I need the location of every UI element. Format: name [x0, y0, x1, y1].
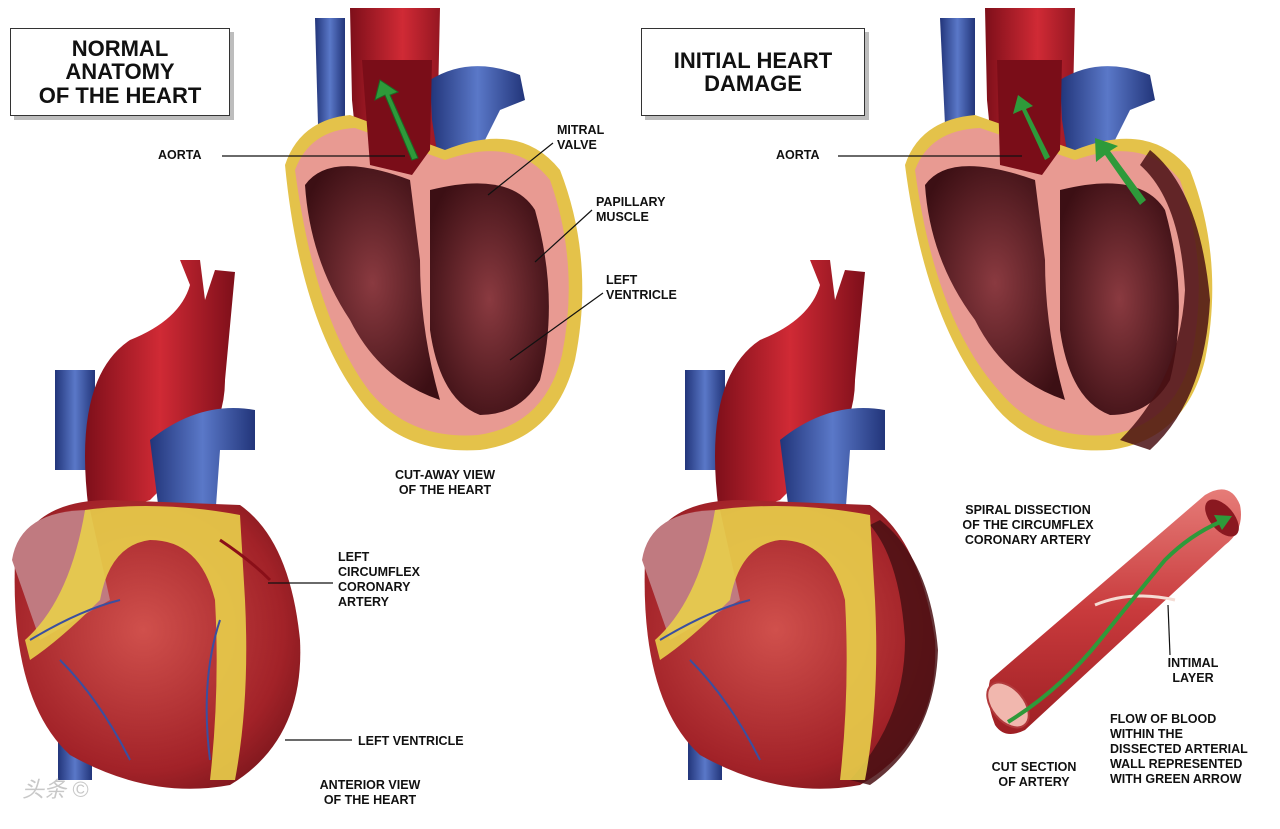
label-flow-of-blood: FLOW OF BLOOD WITHIN THE DISSECTED ARTER…	[1110, 712, 1248, 786]
svc-bottom-right	[685, 370, 725, 470]
label-cut-section: CUT SECTION OF ARTERY	[991, 760, 1077, 789]
circumflex-artery-bottom-left	[219, 538, 272, 582]
dissected-artery	[986, 489, 1241, 734]
svc-bottom-left	[55, 370, 95, 470]
title-initial-damage: INITIAL HEART DAMAGE	[641, 28, 865, 116]
damaged-wall-top-right	[1120, 150, 1210, 450]
right-ventricle-cavity-top-right	[925, 166, 1065, 400]
aortic-arch-bottom-right	[715, 260, 865, 520]
green-arrow-artery	[1006, 520, 1221, 724]
right-ventricle-cavity-top-left	[305, 166, 440, 400]
left-ventricle-cavity-top-right	[1060, 183, 1179, 415]
title-normal-anatomy-text: NORMAL ANATOMY OF THE HEART	[38, 36, 202, 108]
label-spiral-dissection: SPIRAL DISSECTION OF THE CIRCUMFLEX CORO…	[962, 503, 1094, 547]
green-arrow-top-left	[374, 79, 419, 161]
coronary-veins-bottom-right	[659, 599, 761, 761]
watermark: 头条 ©	[22, 777, 89, 802]
pulmonary-top-left	[430, 66, 525, 170]
green-arrow-pulmonary-top-right	[1095, 138, 1146, 205]
left-ventricle-cavity-top-left	[430, 183, 549, 415]
aortic-arch-bottom-left	[85, 260, 235, 520]
label-papillary-muscle: PAPILLARY MUSCLE	[596, 195, 666, 224]
leader-mitral	[487, 142, 554, 196]
anterior-heart-normal	[12, 260, 301, 789]
damaged-region-bottom-right	[850, 520, 938, 785]
green-arrowhead-artery	[1214, 515, 1232, 530]
leader-lv-cut	[509, 292, 604, 361]
leader-intimal	[1167, 604, 1171, 656]
cutaway-heart-normal	[285, 8, 583, 451]
fat-band-bottom-right	[655, 506, 877, 780]
pulmonary-bottom-right	[780, 408, 885, 520]
label-left-ventricle-cut: LEFT VENTRICLE	[606, 273, 677, 302]
title-normal-anatomy: NORMAL ANATOMY OF THE HEART	[10, 28, 230, 116]
label-aorta-right: AORTA	[776, 148, 820, 162]
svc-top-right	[940, 18, 975, 125]
fat-band-bottom-left	[25, 506, 247, 780]
label-mitral-valve: MITRAL VALVE	[557, 123, 605, 152]
label-left-ventricle-ant: LEFT VENTRICLE	[358, 734, 464, 748]
anterior-heart-damage	[642, 260, 938, 789]
green-arrow-aorta-top-right	[1013, 95, 1050, 160]
pulmonary-bottom-left	[150, 408, 255, 520]
label-intimal-layer: INTIMAL LAYER	[1167, 656, 1219, 685]
label-cutaway-view: CUT-AWAY VIEW OF THE HEART	[394, 468, 496, 497]
label-left-circumflex: LEFT CIRCUMFLEX CORONARY ARTERY	[338, 550, 420, 609]
pulmonary-top-right	[1060, 66, 1155, 170]
title-initial-damage-text: INITIAL HEART DAMAGE	[673, 47, 833, 96]
leader-papillary	[534, 209, 593, 263]
svc-top-left	[315, 18, 345, 125]
label-aorta-left: AORTA	[158, 148, 202, 162]
cutaway-heart-damage	[905, 8, 1213, 451]
coronary-veins-bottom-left	[29, 599, 221, 761]
leader-lines	[222, 142, 1171, 741]
label-anterior-view: ANTERIOR VIEW OF THE HEART	[319, 778, 421, 807]
intimal-flap	[1094, 594, 1176, 607]
